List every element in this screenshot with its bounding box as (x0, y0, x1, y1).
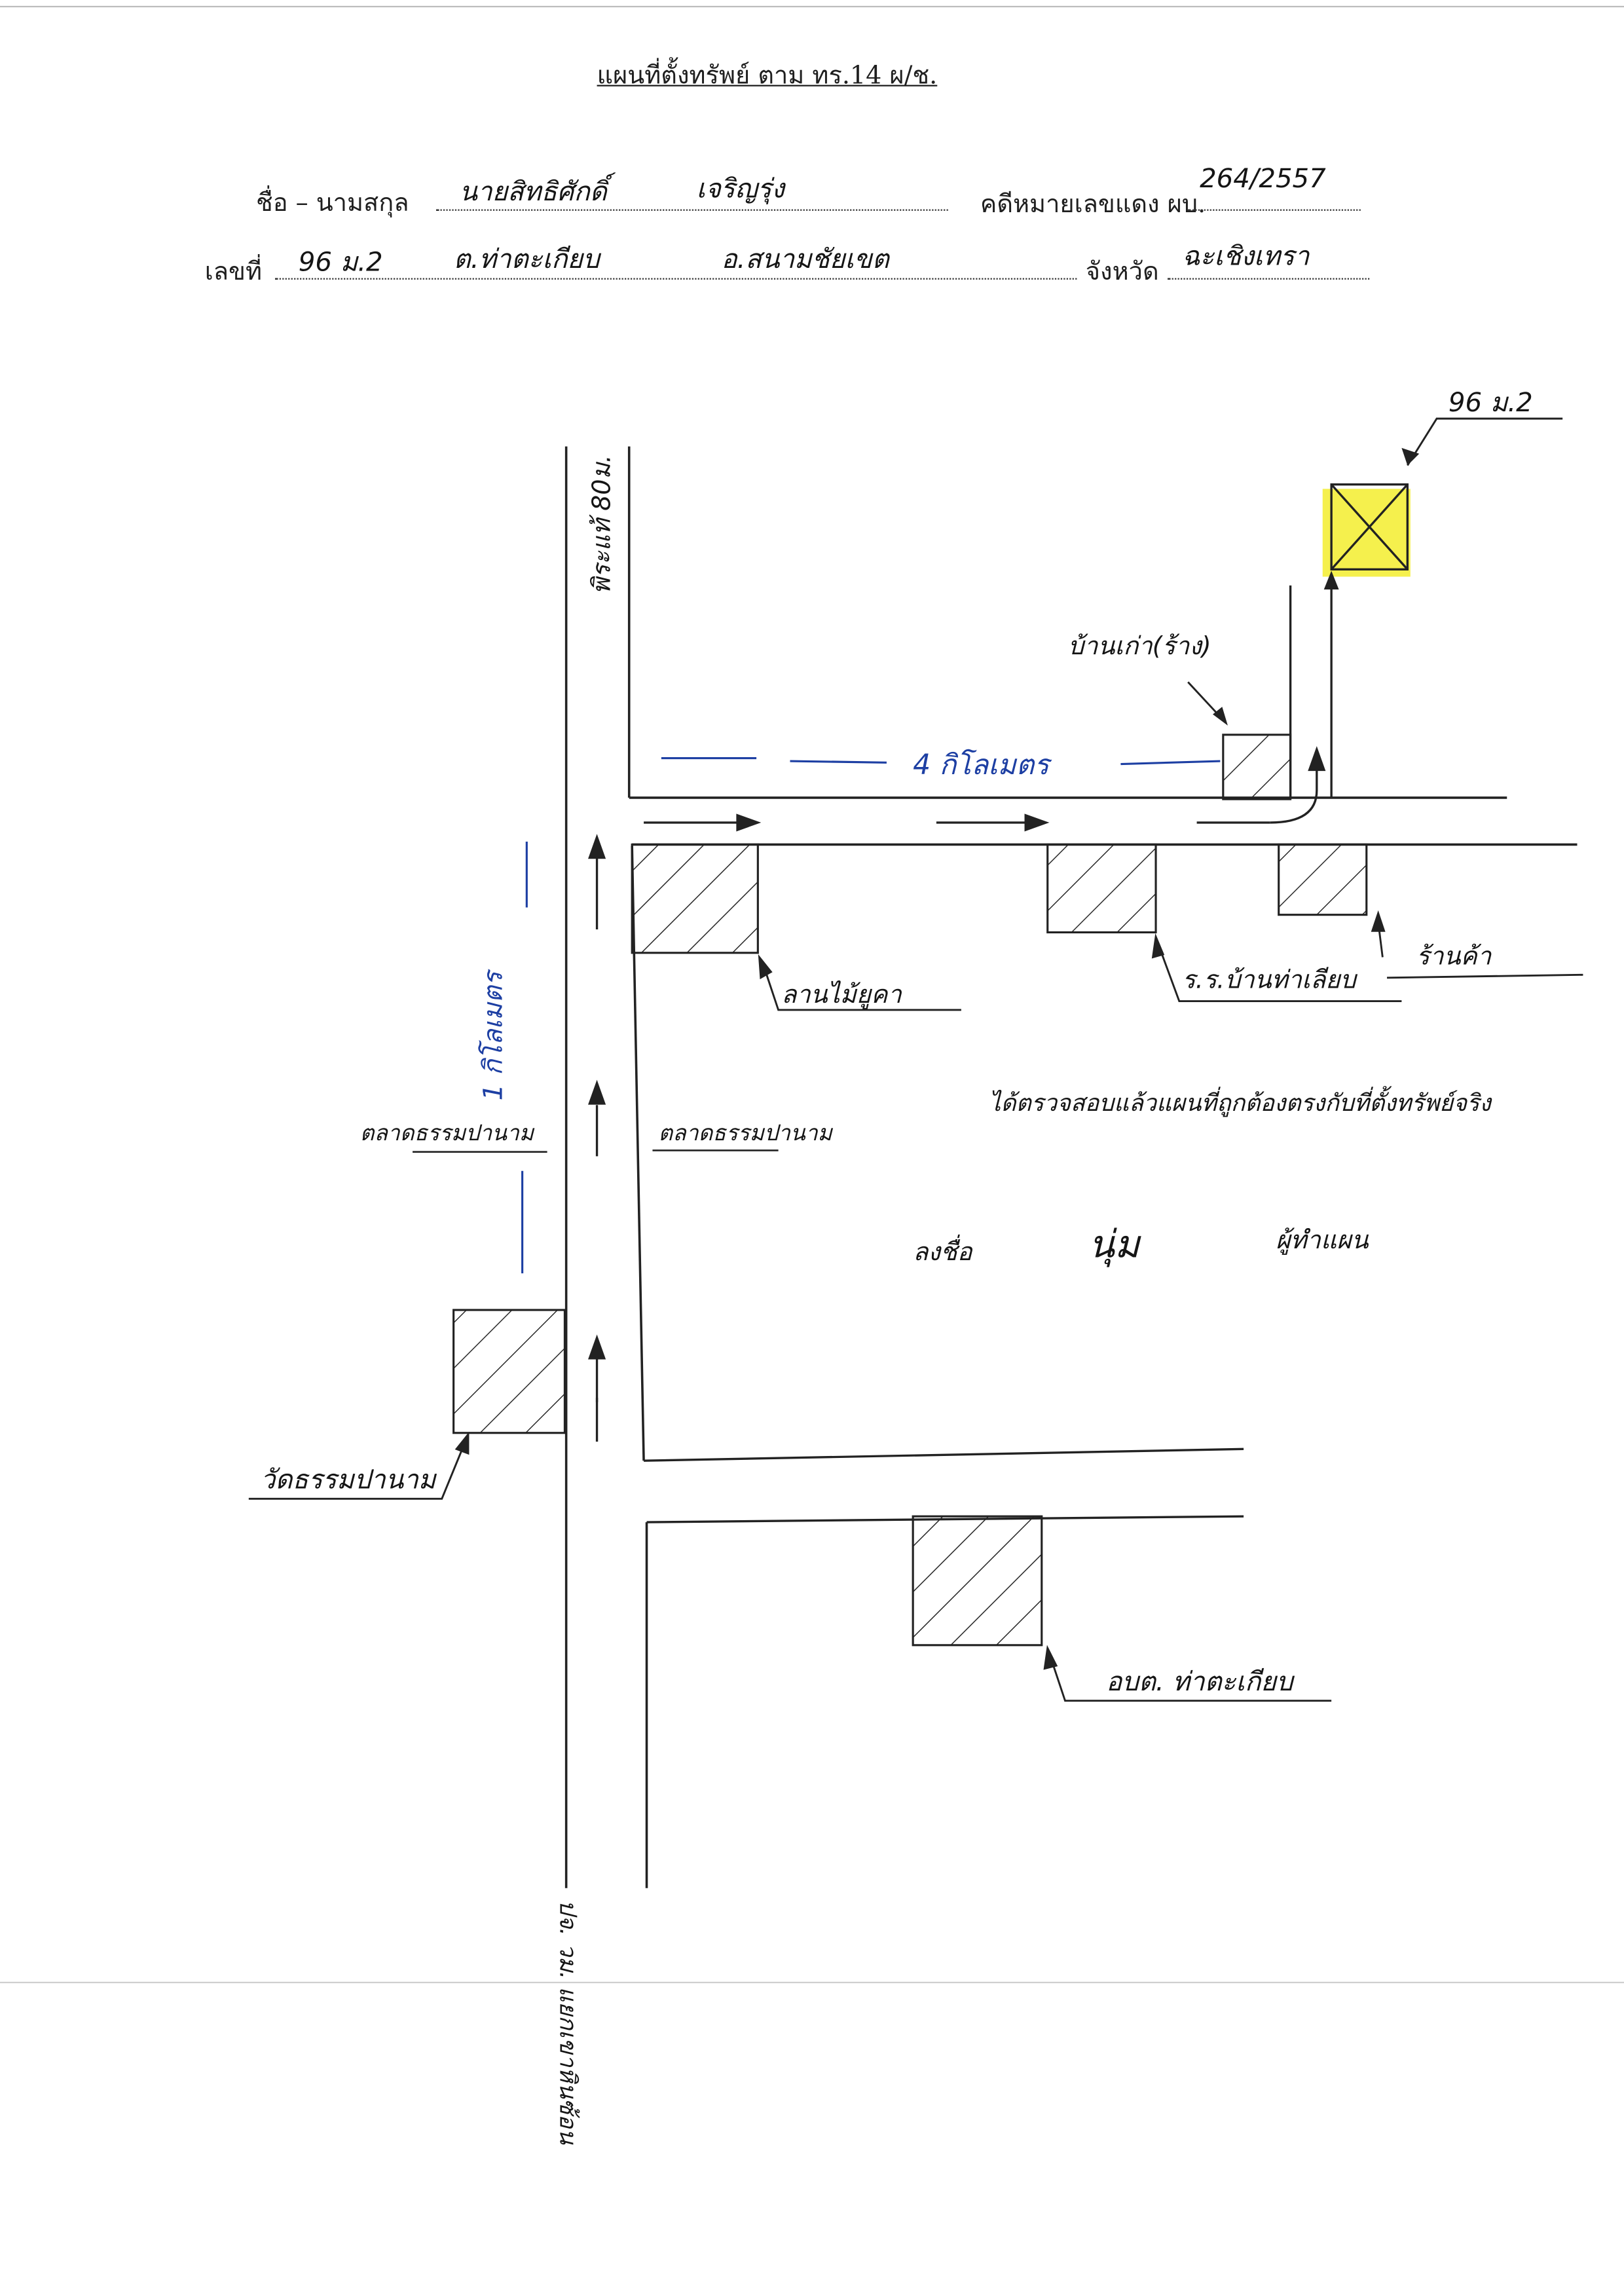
shop-underline (1387, 973, 1583, 979)
surname-value: เจริญรุ่ง (696, 174, 784, 205)
wood-shop-label: ลานไม้ยูคา (781, 980, 902, 1010)
wood-shop-building (631, 843, 759, 954)
signature: นุ่ม (1088, 1223, 1140, 1268)
top-edge-line (0, 5, 1624, 8)
name-value: นายสิทธิศักดิ์ (459, 177, 607, 208)
certification-text: ได้ตรวจสอบแล้วแผนที่ถูกต้องตรงกับที่ตั้ง… (989, 1089, 1491, 1117)
temple-building (452, 1309, 566, 1434)
name-dots (435, 209, 948, 211)
label-pointers (248, 681, 1402, 1702)
address-dots (275, 278, 1077, 280)
market-left-label: ตลาดธรรมปานาม (360, 1119, 534, 1146)
case-label: คดีหมายเลขแดง ผบ. (980, 190, 1206, 220)
house-beside-label: บ้านเก่า(ร้าง) (1067, 632, 1211, 662)
temple-label: วัดธรรมปานาม (260, 1465, 436, 1496)
target-pointer (1407, 417, 1563, 466)
distance-horizontal-label: 4 กิโลเมตร (913, 749, 1050, 782)
subdistrict-value: ต.ท่าตะเกียบ (453, 244, 600, 276)
district-value: อ.สนามชัยเขต (721, 244, 889, 276)
province-dots (1167, 278, 1370, 280)
cross-road-upper (644, 1447, 1244, 1462)
page-title: แผนที่ตั้งทรัพย์ ตาม ทร.14 ผ/ช. (597, 61, 938, 91)
province-value: ฉะเชิงเทรา (1182, 241, 1310, 272)
house-number: 96 ม.2 (298, 247, 383, 278)
market-right-label: ตลาดธรรมปานาม (658, 1119, 832, 1146)
school-label: ร.ร.บ้านท่าเลียบ (1182, 965, 1356, 996)
sign-prefix: ลงชื่อ (913, 1238, 972, 1268)
distance-vertical-label: 1 กิโลเมตร (478, 971, 509, 1101)
address-label: เลขที่ (204, 257, 263, 287)
shop-building (1278, 843, 1368, 916)
name-label: ชื่อ – นามสกุล (255, 189, 409, 218)
house-beside (1222, 734, 1292, 800)
case-value: 264/2557 (1200, 164, 1326, 195)
case-dots (1188, 209, 1361, 211)
sign-role: ผู้ทำแผน (1276, 1226, 1369, 1256)
shop-label: ร้านค้า (1416, 942, 1492, 972)
obt-building (912, 1515, 1043, 1647)
obt-label: อบต. ท่าตะเกียบ (1106, 1667, 1293, 1698)
distance-markers (521, 757, 1221, 1274)
province-label: จังหวัด (1085, 257, 1159, 287)
target-house-label: 96 ม.2 (1448, 388, 1533, 419)
road-top-label: พิระแท้ 80ม. (588, 455, 618, 595)
road-bottom-label: ปจ. วม. แยกเขาหินซ้อน (554, 1899, 583, 2144)
page-divider (0, 1981, 1624, 1984)
target-house (1330, 483, 1409, 570)
direction-arrows (588, 570, 1339, 1442)
school-building (1046, 843, 1157, 934)
